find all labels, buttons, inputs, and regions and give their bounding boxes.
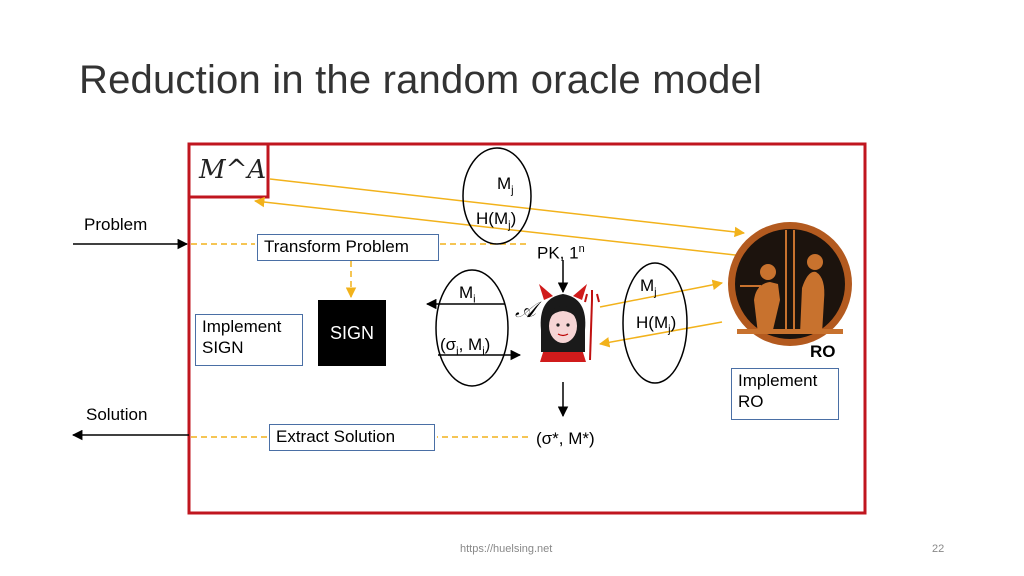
top-loop-answer: H(Mj) [476, 209, 517, 232]
ro-label: RO [810, 342, 836, 361]
implement-ro-box: Implement RO [731, 368, 839, 420]
forgery-output-label: (σ*, M*) [536, 429, 595, 448]
page-number: 22 [932, 543, 945, 555]
slide-title: Reduction in the random oracle model [79, 58, 763, 102]
logo-to-oracle-arrow [269, 178, 746, 238]
sign-loop-query: Mi [459, 283, 476, 306]
sign-query-loop [435, 269, 509, 387]
problem-label: Problem [84, 215, 148, 234]
solution-label: Solution [86, 405, 148, 424]
attacker-symbol: 𝒜 [515, 298, 536, 323]
implement-ro-line1: Implement [738, 371, 818, 390]
transform-problem-box: Transform Problem [257, 234, 439, 261]
implement-sign-line1: Implement [202, 317, 282, 336]
top-query-loop [462, 147, 532, 245]
oracle-to-logo-arrow [253, 196, 745, 257]
ro-loop-query: Mj [640, 276, 657, 299]
sign-oracle-box: SIGN [318, 300, 386, 366]
implement-ro-line2: RO [738, 392, 764, 411]
greek-vase-oracle-icon [728, 222, 852, 346]
footer-url: https://huelsing.net [460, 543, 553, 555]
sign-loop-answer: (σi, Mi) [440, 335, 491, 358]
reduction-frame [187, 142, 867, 515]
reduction-logo: M^A [199, 155, 267, 185]
pk-label: PK, 1n [537, 243, 585, 263]
oracle-to-adversary-arrow [598, 321, 723, 348]
implement-sign-box: Implement SIGN [195, 314, 303, 366]
ro-query-loop [622, 262, 688, 384]
adversary-to-oracle-arrow [599, 279, 724, 308]
implement-sign-line2: SIGN [202, 338, 244, 357]
top-loop-query: Mj [497, 174, 514, 197]
devil-adversary-icon [539, 284, 600, 362]
extract-solution-box: Extract Solution [269, 424, 435, 451]
ro-loop-answer: H(Mj) [636, 313, 677, 336]
reduction-logo-box [187, 142, 270, 199]
